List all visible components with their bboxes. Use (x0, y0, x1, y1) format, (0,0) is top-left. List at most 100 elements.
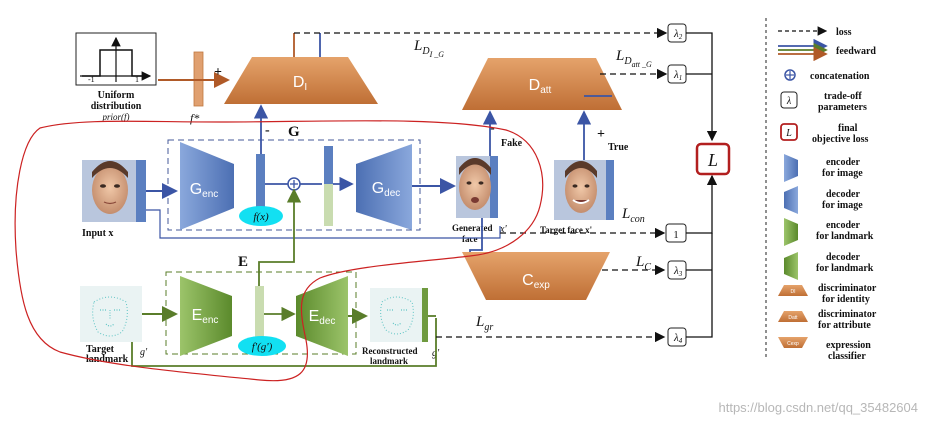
legend-icon-cexp: Cexp (787, 341, 799, 347)
minus-sign-di: - (265, 123, 270, 138)
plus-sign-di: + (214, 65, 222, 80)
f-g-vector (255, 286, 264, 340)
prior-pos-label: 1 (135, 75, 139, 84)
f-x-label: f(x) (253, 211, 269, 223)
red-annotation-outline (14, 120, 544, 382)
legend-disc-att-line2: for attribute (818, 320, 871, 331)
e-dec-label: Edec (309, 308, 336, 327)
f-g-highlight (238, 336, 286, 356)
d-att-label: Datt (529, 77, 552, 96)
legend-l-symbol: L (785, 128, 792, 139)
input-face-image (82, 160, 146, 222)
loss-c-label: LC (635, 254, 651, 273)
final-loss-icon (780, 123, 798, 141)
g-enc-block (180, 142, 234, 230)
prior-title-line3: prior(f) (102, 112, 130, 122)
input-label: Input x (82, 228, 113, 239)
reconstructed-landmark-image (370, 288, 428, 342)
legend: loss feedward concatenation λ trade-off … (778, 26, 877, 362)
f-g-label: f'(g') (252, 341, 273, 353)
legend-dec-lm-line1: decoder (826, 252, 860, 263)
e-dec-block (296, 276, 348, 356)
expression-classifier-icon (778, 337, 808, 348)
legend-enc-img-line2: for image (822, 168, 863, 179)
loss-datt-label: LDatt _G (615, 48, 652, 69)
generated-label-line1: Generated (452, 223, 493, 233)
recon-label-line1: Reconstructed (362, 346, 418, 356)
decoder-landmark-icon (784, 252, 798, 280)
lambda2-label: λ2 (673, 28, 683, 41)
decoder-image-icon (784, 186, 798, 214)
prior-title-line2: distribution (91, 101, 142, 112)
f-x-vector (256, 154, 265, 212)
discriminator-identity-icon (778, 285, 808, 296)
true-label: True (608, 142, 629, 153)
g-enc-label: Genc (190, 181, 219, 200)
f-x-highlight (239, 206, 283, 226)
d-i-label: DI (293, 74, 307, 93)
legend-lambda-symbol: λ (786, 96, 792, 107)
encoder-label: E (238, 254, 248, 270)
legend-icon-datt: Datt (788, 315, 798, 321)
lambda-icon (780, 91, 798, 109)
g-dec-block (356, 144, 412, 230)
target-face-image (554, 160, 614, 220)
legend-feedward: feedward (836, 46, 876, 57)
loss-gr-label: Lgr (475, 314, 493, 333)
recon-label-line2: landmark (370, 356, 408, 366)
lambda4-label: λ4 (673, 332, 683, 345)
final-loss-box (695, 142, 731, 176)
one-weight-label: 1 (673, 229, 679, 241)
fake-label: Fake (501, 138, 523, 149)
watermark: https://blog.csdn.net/qq_35482604 (719, 400, 919, 415)
e-enc-label: Eenc (192, 307, 219, 326)
lambda1-label: λ1 (673, 69, 682, 82)
target-landmark-label-line1: Target (86, 344, 115, 355)
generator-box (167, 139, 421, 231)
g-dec-label: Gdec (372, 180, 401, 199)
generated-label-line2: face (462, 234, 478, 244)
e-enc-block (180, 276, 232, 356)
legend-dec-img-line1: decoder (826, 189, 860, 200)
plus-sign-datt: + (597, 127, 605, 142)
prior-title-line1: Uniform (98, 90, 135, 101)
encoder-image-icon (784, 154, 798, 182)
minus-sign-datt: - (490, 121, 495, 136)
legend-loss: loss (836, 27, 852, 38)
expression-classifier-block (462, 252, 610, 300)
concat-vector-landmark (324, 184, 333, 226)
lambda3-label: λ3 (673, 265, 683, 278)
legend-disc-id-line1: discriminator (818, 283, 877, 294)
target-landmark-label-line2: landmark (86, 354, 129, 365)
legend-icon-di: DI (791, 289, 796, 295)
c-exp-label: Cexp (522, 272, 550, 291)
generator-label: G (288, 124, 300, 140)
prior-neg-label: -1 (88, 75, 95, 84)
legend-disc-att-line1: discriminator (818, 309, 877, 320)
x-prime-generated: x' (499, 224, 507, 235)
loss-di-label: LDI _G (413, 38, 444, 59)
discriminator-identity-block (224, 57, 378, 104)
generated-face-image (456, 156, 498, 218)
target-landmark-image (80, 286, 142, 342)
discriminator-attribute-icon (778, 311, 808, 322)
legend-tradeoff-line2: parameters (818, 102, 867, 113)
legend-final-line2: objective loss (812, 134, 868, 145)
encoder-landmark-icon (784, 218, 798, 246)
legend-enc-lm-line1: encoder (826, 220, 860, 231)
final-loss-label: L (707, 150, 718, 170)
concat-vector-image (324, 146, 333, 184)
discriminator-attribute-block (462, 58, 622, 110)
g-prime-label: g' (140, 347, 148, 358)
legend-concatenation: concatenation (810, 71, 870, 82)
target-face-label: Target face x' (540, 225, 592, 235)
legend-exp-line2: classifier (828, 351, 866, 362)
legend-dec-lm-line2: for landmark (816, 263, 874, 274)
f-star-label: f* (190, 111, 199, 125)
legend-tradeoff-line1: trade-off (824, 91, 862, 102)
legend-final-line1: final (838, 123, 858, 134)
legend-exp-line1: expression (826, 340, 871, 351)
legend-enc-img-line1: encoder (826, 157, 860, 168)
legend-disc-id-line2: for identity (822, 294, 870, 305)
